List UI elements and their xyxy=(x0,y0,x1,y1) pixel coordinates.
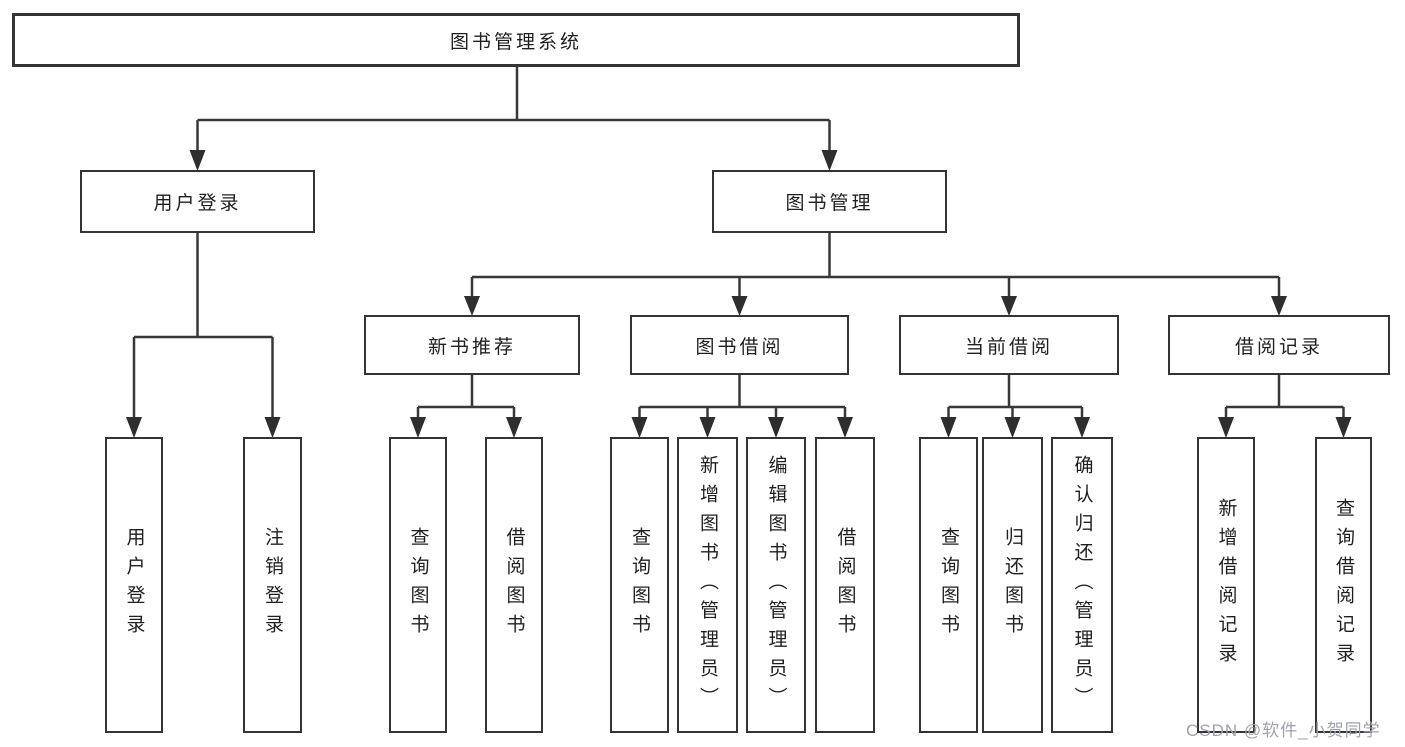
leaf-borrow-books-label: 借阅图书 xyxy=(834,527,856,643)
leaf-logout: 注销登录 xyxy=(243,437,302,733)
leaf-recommend-borrow-books-label: 借阅图书 xyxy=(503,527,525,643)
arrowhead-icon xyxy=(189,150,206,171)
node-library-system-label: 图书管理系统 xyxy=(449,31,582,53)
leaf-edit-books-admin-label: 编辑图书（管理员） xyxy=(765,454,787,716)
arrowhead-icon xyxy=(506,417,522,438)
connector-book-mgmt-branch xyxy=(470,233,1281,297)
connector-book-borrow-branch xyxy=(638,375,847,419)
arrowhead-icon xyxy=(837,417,853,438)
arrowhead-icon xyxy=(731,296,748,316)
arrowhead-icon xyxy=(126,417,142,438)
arrowhead-group xyxy=(126,150,1352,438)
connector-root-to-level2 xyxy=(196,67,831,152)
leaf-borrow-query-books-label: 查询图书 xyxy=(629,527,650,643)
leaf-query-borrow-record: 查询借阅记录 xyxy=(1315,437,1372,733)
node-book-borrow-label: 图书借阅 xyxy=(695,336,784,358)
leaf-add-books-admin: 新增图书（管理员） xyxy=(677,437,738,733)
leaf-confirm-return-admin-label: 确认归还（管理员） xyxy=(1071,454,1093,716)
csdn-watermark: CSDN @软件_小贺同学 xyxy=(1186,721,1381,740)
arrowhead-icon xyxy=(768,417,784,438)
leaf-add-borrow-record: 新增借阅记录 xyxy=(1197,437,1255,733)
leaf-edit-books-admin: 编辑图书（管理员） xyxy=(746,437,806,733)
connector-user-login-branch xyxy=(132,233,274,419)
arrowhead-icon xyxy=(410,417,426,438)
node-borrow-records-label: 借阅记录 xyxy=(1234,336,1323,358)
node-library-system: 图书管理系统 xyxy=(12,13,1020,67)
arrowhead-icon xyxy=(631,417,648,438)
arrowhead-icon xyxy=(940,417,957,438)
leaf-confirm-return-admin: 确认归还（管理员） xyxy=(1051,437,1113,733)
leaf-add-books-admin-label: 新增图书（管理员） xyxy=(697,454,718,716)
node-borrow-records: 借阅记录 xyxy=(1168,315,1390,375)
node-user-login-label: 用户登录 xyxy=(153,193,242,214)
leaf-add-borrow-record-label: 新增借阅记录 xyxy=(1215,498,1237,672)
leaf-current-query-books-label: 查询图书 xyxy=(938,527,959,643)
arrowhead-icon xyxy=(821,150,838,171)
connector-new-book-branch xyxy=(416,375,516,419)
leaf-user-login: 用户登录 xyxy=(105,437,163,733)
connector-current-borrow-branch xyxy=(947,375,1084,419)
leaf-query-borrow-record-label: 查询借阅记录 xyxy=(1333,498,1354,672)
node-current-borrow: 当前借阅 xyxy=(899,315,1119,375)
node-book-management: 图书管理 xyxy=(712,170,947,233)
leaf-recommend-borrow-books: 借阅图书 xyxy=(485,437,543,733)
node-book-borrow: 图书借阅 xyxy=(630,315,849,375)
leaf-return-books-label: 归还图书 xyxy=(1002,527,1023,643)
node-book-management-label: 图书管理 xyxy=(785,193,874,214)
node-user-login: 用户登录 xyxy=(80,170,315,233)
arrowhead-icon xyxy=(1218,417,1234,438)
leaf-borrow-books: 借阅图书 xyxy=(815,437,875,733)
leaf-user-login-label: 用户登录 xyxy=(123,527,145,643)
arrowhead-icon xyxy=(1074,417,1090,438)
node-current-borrow-label: 当前借阅 xyxy=(964,336,1053,358)
node-new-book-recommend: 新书推荐 xyxy=(364,315,580,375)
arrowhead-icon xyxy=(1271,296,1287,316)
leaf-borrow-query-books: 查询图书 xyxy=(610,437,669,733)
arrowhead-icon xyxy=(699,417,716,438)
arrowhead-icon xyxy=(464,296,480,316)
connector-borrow-records-branch xyxy=(1224,375,1345,419)
leaf-logout-label: 注销登录 xyxy=(262,527,283,643)
node-new-book-recommend-label: 新书推荐 xyxy=(427,336,516,358)
arrowhead-icon xyxy=(1335,417,1352,438)
leaf-recommend-query-books-label: 查询图书 xyxy=(407,527,429,643)
arrowhead-icon xyxy=(1004,417,1021,438)
leaf-recommend-query-books: 查询图书 xyxy=(389,437,447,733)
leaf-return-books: 归还图书 xyxy=(982,437,1043,733)
arrowhead-icon xyxy=(1001,296,1017,316)
leaf-current-query-books: 查询图书 xyxy=(919,437,978,733)
arrowhead-icon xyxy=(264,417,281,438)
